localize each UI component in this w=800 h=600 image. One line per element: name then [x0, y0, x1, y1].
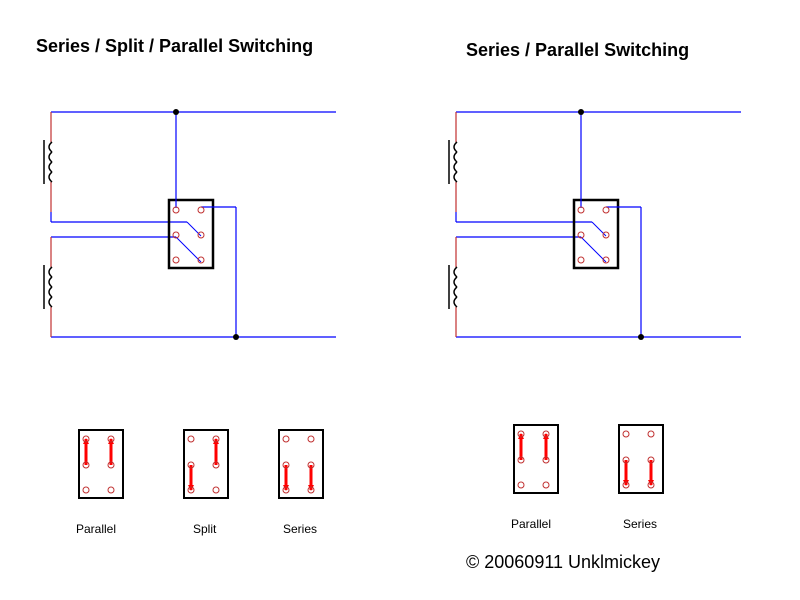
switch-terminal	[107, 435, 115, 443]
switch-terminal	[82, 461, 90, 469]
switch-terminal	[517, 456, 525, 464]
left-label-split: Split	[193, 522, 217, 536]
left-diagram-title: Series / Split / Parallel Switching	[36, 36, 313, 56]
junction-dot	[173, 109, 179, 115]
switch-terminal	[282, 461, 290, 469]
switch-blade	[591, 221, 607, 237]
junction-dot	[638, 334, 644, 340]
switch-terminal	[542, 456, 550, 464]
switch-terminal	[187, 461, 195, 469]
switch-position-series	[618, 424, 664, 494]
switch-terminal	[212, 435, 220, 443]
switch-terminal	[577, 231, 585, 239]
switch-body	[278, 429, 324, 499]
right-label-parallel: Parallel	[511, 517, 551, 531]
switch-blade	[186, 221, 202, 237]
switch-position-parallel	[78, 429, 124, 499]
switch-terminal	[647, 430, 655, 438]
switch-terminal	[602, 256, 610, 264]
switch-blade	[175, 236, 202, 263]
dpdt-switch-body	[572, 198, 620, 270]
switch-terminal	[172, 231, 180, 239]
switch-terminal	[197, 256, 205, 264]
switch-terminal	[622, 430, 630, 438]
junction-dot	[233, 334, 239, 340]
arrowhead-icon	[283, 485, 289, 491]
switch-terminal	[212, 461, 220, 469]
switch-terminal	[577, 256, 585, 264]
switch-terminal	[282, 486, 290, 494]
switch-terminal	[197, 231, 205, 239]
switch-terminal	[307, 435, 315, 443]
arrowhead-icon	[213, 438, 219, 444]
arrowhead-icon	[108, 438, 114, 444]
switch-terminal	[107, 461, 115, 469]
switch-terminal	[647, 481, 655, 489]
switch-terminal	[307, 486, 315, 494]
switch-terminal	[542, 430, 550, 438]
pickup-coil-icon	[48, 266, 53, 308]
switch-terminal	[517, 481, 525, 489]
switch-terminal	[307, 461, 315, 469]
right-circuit	[448, 109, 741, 340]
switch-body	[183, 429, 229, 499]
switch-terminal	[107, 486, 115, 494]
switch-body	[78, 429, 124, 499]
arrowhead-icon	[188, 485, 194, 491]
switch-terminal	[577, 206, 585, 214]
arrowhead-icon	[308, 485, 314, 491]
switch-position-split	[183, 429, 229, 499]
switch-terminal	[647, 456, 655, 464]
switch-terminal	[172, 206, 180, 214]
switch-terminal	[282, 435, 290, 443]
junction-dot	[578, 109, 584, 115]
switch-position-series	[278, 429, 324, 499]
switch-terminal	[172, 256, 180, 264]
right-label-series: Series	[623, 517, 657, 531]
switch-terminal	[82, 435, 90, 443]
switch-terminal	[602, 206, 610, 214]
switch-terminal	[542, 481, 550, 489]
copyright-text: © 20060911 Unklmickey	[466, 552, 660, 572]
arrowhead-icon	[543, 433, 549, 439]
switch-terminal	[622, 481, 630, 489]
right-diagram-title: Series / Parallel Switching	[466, 40, 689, 60]
switch-terminal	[197, 206, 205, 214]
switch-terminal	[187, 486, 195, 494]
pickup-coil-icon	[453, 141, 458, 183]
pickup-coil-icon	[48, 141, 53, 183]
arrowhead-icon	[518, 433, 524, 439]
switch-terminal	[212, 486, 220, 494]
arrowhead-icon	[648, 480, 654, 486]
left-label-parallel: Parallel	[76, 522, 116, 536]
left-circuit	[43, 109, 336, 340]
switch-terminal	[517, 430, 525, 438]
switch-terminal	[602, 231, 610, 239]
arrowhead-icon	[83, 438, 89, 444]
pickup-coil-icon	[453, 266, 458, 308]
switch-blade	[580, 236, 607, 263]
switch-body	[513, 424, 559, 494]
dpdt-switch-body	[167, 198, 215, 270]
switch-body	[618, 424, 664, 494]
switch-position-parallel	[513, 424, 559, 494]
arrowhead-icon	[623, 480, 629, 486]
switch-terminal	[622, 456, 630, 464]
left-label-series: Series	[283, 522, 317, 536]
switch-terminal	[187, 435, 195, 443]
switch-terminal	[82, 486, 90, 494]
